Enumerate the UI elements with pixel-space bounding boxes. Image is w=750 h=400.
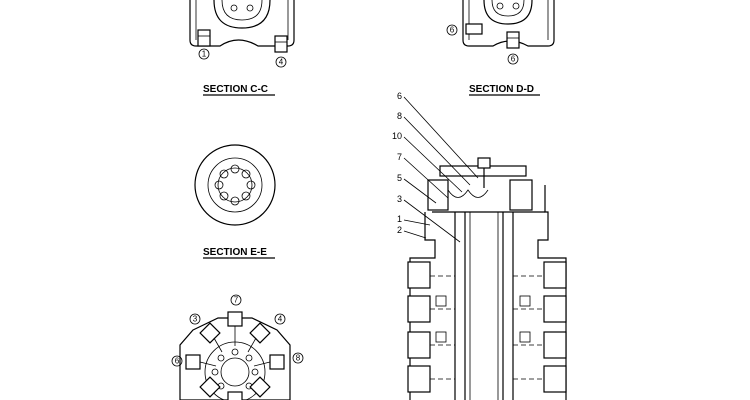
- callout-bot-tr: 4: [278, 315, 283, 324]
- leader-label-8: 8: [397, 111, 402, 121]
- leader-label-6: 6: [397, 91, 402, 101]
- leader-label-2: 2: [397, 225, 402, 235]
- leader-label-1: 1: [397, 214, 402, 224]
- section-d-d-view: 6 6 SECTION D-D: [446, 0, 555, 96]
- leader-label-5: 5: [397, 173, 402, 183]
- callout-dd-left: 6: [450, 26, 455, 35]
- callout-cc-right: 4: [279, 58, 284, 67]
- leader-label-10: 10: [392, 131, 402, 141]
- section-e-e-view: SECTION E-E: [194, 144, 276, 259]
- port-view: 7 3 4 6 8: [171, 294, 304, 400]
- callout-bot-r: 8: [296, 354, 301, 363]
- callout-bot-top: 7: [234, 296, 239, 305]
- section-c-c-view: 1 4 SECTION C-C: [189, 0, 295, 96]
- main-cross-section: [407, 157, 567, 400]
- section-d-d-title: SECTION D-D: [469, 84, 534, 95]
- section-e-e-title: SECTION E-E: [203, 247, 267, 258]
- callout-dd-bottom: 6: [511, 55, 516, 64]
- callout-bot-tl: 3: [193, 315, 198, 324]
- callout-cc-left: 1: [202, 50, 207, 59]
- leader-label-7: 7: [397, 152, 402, 162]
- callout-bot-l: 6: [175, 357, 180, 366]
- leader-label-3: 3: [397, 194, 402, 204]
- section-c-c-title: SECTION C-C: [203, 84, 268, 95]
- leader-labels: 6 8 10 7 5 3 1 2: [392, 91, 479, 243]
